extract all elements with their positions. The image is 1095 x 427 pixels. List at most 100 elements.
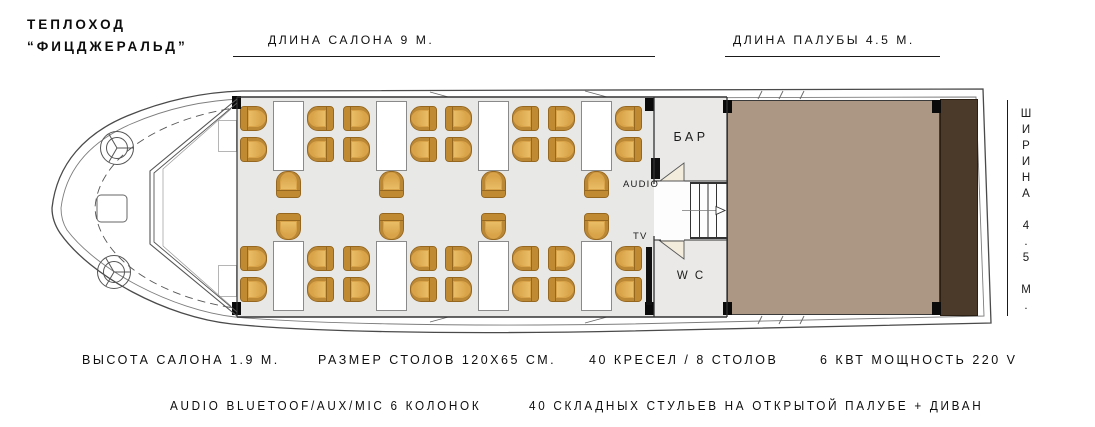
width-dimension-char: И xyxy=(1021,156,1031,168)
chair xyxy=(512,106,539,131)
dining-table xyxy=(375,101,407,171)
deck-length-label: ДЛИНА ПАЛУБЫ 4.5 М. xyxy=(733,33,915,47)
chair xyxy=(445,106,472,131)
mooring-bollard xyxy=(723,100,732,113)
chair xyxy=(307,246,334,271)
dining-table xyxy=(273,101,304,171)
spec-salon-height: ВЫСОТА САЛОНА 1.9 М. xyxy=(82,353,280,367)
spec-deck-chairs: 40 СКЛАДНЫХ СТУЛЬЕВ НА ОТКРЫТОЙ ПАЛУБЕ +… xyxy=(529,398,984,413)
width-dimension-line xyxy=(1007,100,1008,316)
bar-label: БАР xyxy=(673,130,709,144)
dining-table xyxy=(580,241,612,311)
width-dimension-char: А xyxy=(1022,188,1030,200)
chair xyxy=(276,213,301,240)
hull-inner-line xyxy=(60,96,985,326)
chair xyxy=(240,137,267,162)
mooring-bollard xyxy=(645,98,654,111)
tv-screen-icon xyxy=(646,247,652,305)
chair xyxy=(307,137,334,162)
chair xyxy=(583,171,609,198)
spec-table-size: РАЗМЕР СТОЛОВ 120Х65 СМ. xyxy=(318,353,557,367)
chair xyxy=(445,277,472,302)
chair xyxy=(342,106,370,131)
chair xyxy=(512,137,539,162)
wc-label: W C xyxy=(676,270,706,282)
winch-icon xyxy=(100,131,134,165)
mooring-bollard xyxy=(932,302,941,315)
chair xyxy=(307,277,334,302)
width-dimension-char: Р xyxy=(1022,140,1030,152)
mooring-bollard xyxy=(232,302,241,315)
hull-outer-line xyxy=(51,88,992,334)
chair xyxy=(512,246,539,271)
chair xyxy=(409,106,437,131)
chair xyxy=(547,246,575,271)
dining-table xyxy=(580,101,612,171)
chair xyxy=(409,137,437,162)
bow-hatch xyxy=(96,194,128,223)
chair xyxy=(547,106,575,131)
width-dimension-char: Ш xyxy=(1020,108,1032,120)
mooring-bollard xyxy=(645,302,654,315)
width-dimension-char xyxy=(1014,202,1038,218)
chair xyxy=(481,213,506,240)
audio-equipment-icon xyxy=(651,158,660,179)
chair xyxy=(614,137,642,162)
chair xyxy=(378,171,404,198)
audio-label: AUDIO xyxy=(623,179,660,190)
chair xyxy=(240,106,267,131)
mooring-bollard xyxy=(932,100,941,113)
winch-icon xyxy=(97,255,131,289)
width-dimension-char xyxy=(1014,266,1038,282)
chair xyxy=(409,277,437,302)
sofa xyxy=(940,99,978,316)
dining-table xyxy=(273,241,304,311)
mooring-bollard xyxy=(723,302,732,315)
chair xyxy=(276,171,301,198)
chair xyxy=(342,137,370,162)
chair xyxy=(614,246,642,271)
spec-audio-system: AUDIO BLUETOOF/AUX/MIC 6 КОЛОНОК xyxy=(170,398,482,413)
boat-title: ТЕПЛОХОД “ФИЦДЖЕРАЛЬД” xyxy=(27,14,188,58)
chair xyxy=(445,137,472,162)
open-deck-area xyxy=(727,100,940,315)
dining-table xyxy=(478,241,509,311)
width-dimension-char: 4 xyxy=(1022,220,1030,232)
spec-seat-count: 40 КРЕСЕЛ / 8 СТОЛОВ xyxy=(589,353,779,367)
chair xyxy=(240,277,267,302)
width-dimension-char: И xyxy=(1021,124,1031,136)
width-dimension-char: . xyxy=(1024,236,1028,248)
spec-power: 6 КВТ МОЩНОСТЬ 220 V xyxy=(820,353,1018,367)
width-dimension-char: . xyxy=(1024,300,1028,312)
dining-table xyxy=(375,241,407,311)
stair-landing xyxy=(654,181,727,240)
boat-title-line2: “ФИЦДЖЕРАЛЬД” xyxy=(27,39,188,54)
chair xyxy=(512,277,539,302)
dining-table xyxy=(478,101,509,171)
width-dimension-char: М xyxy=(1021,284,1031,296)
chair xyxy=(614,277,642,302)
mooring-bollard xyxy=(232,96,241,109)
bow-console-notch xyxy=(218,265,237,297)
tv-label: TV xyxy=(633,231,648,242)
salon-length-dimension-line xyxy=(233,56,655,57)
chair xyxy=(240,246,267,271)
chair xyxy=(307,106,334,131)
boat-title-line1: ТЕПЛОХОД xyxy=(27,17,127,32)
deck-length-dimension-line xyxy=(725,56,940,57)
chair xyxy=(409,246,437,271)
width-dimension-char: 5 xyxy=(1022,252,1030,264)
chair xyxy=(547,137,575,162)
chair xyxy=(342,277,370,302)
chair xyxy=(583,213,609,240)
salon-length-label: ДЛИНА САЛОНА 9 М. xyxy=(268,33,435,47)
width-dimension-char: Н xyxy=(1021,172,1031,184)
chair xyxy=(614,106,642,131)
rail-ticks xyxy=(429,90,805,325)
chair xyxy=(547,277,575,302)
chair xyxy=(445,246,472,271)
chair xyxy=(342,246,370,271)
chair xyxy=(481,171,506,198)
